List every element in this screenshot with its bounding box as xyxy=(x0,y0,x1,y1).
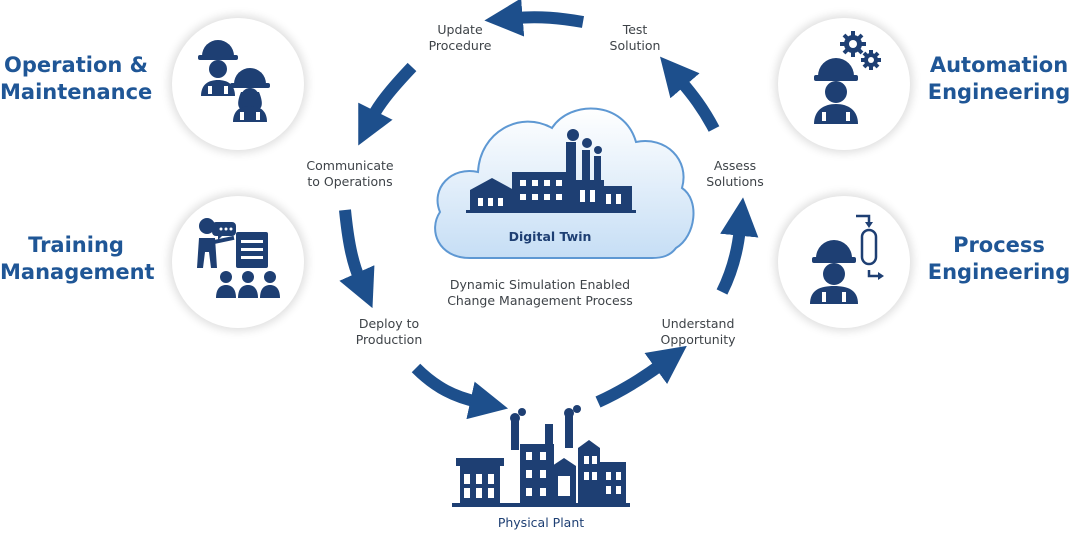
step-update-procedure: Update Procedure xyxy=(428,22,492,53)
step-deploy-to-production: Deploy to Production xyxy=(355,316,423,347)
cycle-arrows xyxy=(339,0,759,420)
role-label-operation-maintenance: Operation & Maintenance xyxy=(0,53,153,104)
arrow-communicate-to-deploy xyxy=(339,209,375,309)
arrow-update-to-communicate xyxy=(358,62,417,146)
digital-twin-cloud-icon xyxy=(434,107,695,259)
arrow-test-to-update xyxy=(484,0,585,37)
automation-engineering-circle xyxy=(778,18,910,150)
role-label-automation-engineering: Automation Engineering xyxy=(927,53,1071,104)
worker-with-vessel-icon xyxy=(810,240,858,304)
step-understand-opportunity: Understand Opportunity xyxy=(660,316,736,347)
role-label-process-engineering: Process Engineering xyxy=(927,233,1071,284)
role-label-training-management: Training Management xyxy=(0,233,155,284)
physical-plant-label: Physical Plant xyxy=(497,515,585,530)
process-caption: Dynamic Simulation Enabled Change Manage… xyxy=(447,277,633,308)
step-test-solution: Test Solution xyxy=(609,22,661,53)
two-workers-icon xyxy=(198,40,270,122)
step-communicate-to-operations: Communicate to Operations xyxy=(306,158,394,189)
arrow-plant-to-understand xyxy=(595,345,687,408)
step-assess-solutions: Assess Solutions xyxy=(706,158,764,189)
arrow-assess-to-test xyxy=(660,56,720,132)
digital-twin-label: Digital Twin xyxy=(508,229,592,244)
training-presentation-icon xyxy=(197,218,280,298)
arrow-understand-to-assess xyxy=(716,197,759,295)
arrow-deploy-to-plant xyxy=(411,363,509,420)
physical-plant-icon xyxy=(452,405,630,507)
